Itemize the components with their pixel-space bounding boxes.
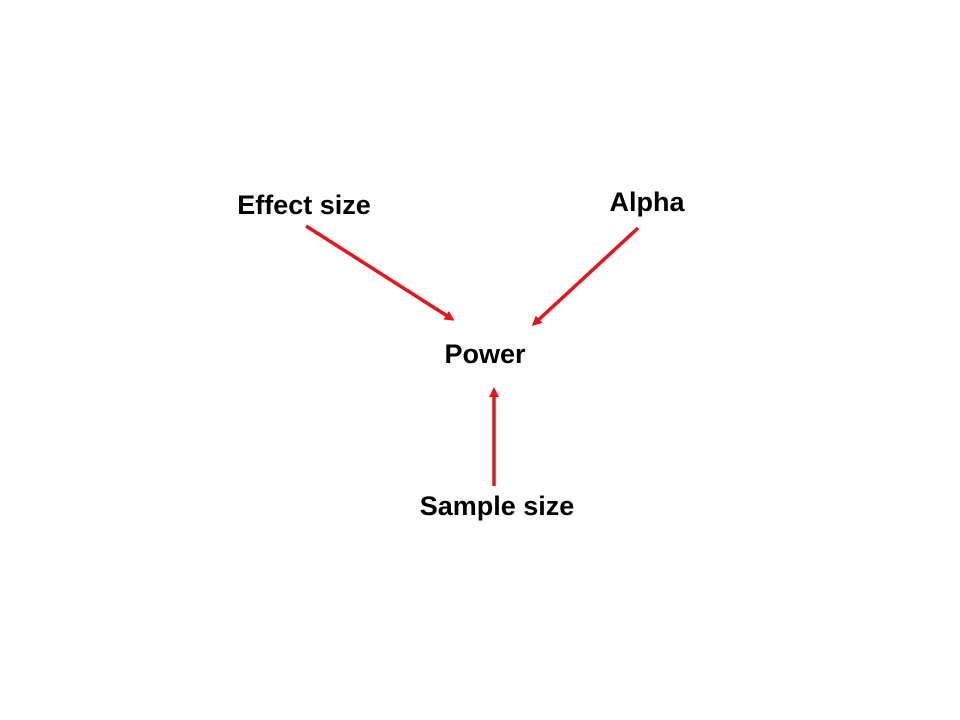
node-effect-size: Effect size: [237, 190, 371, 220]
node-sample-size: Sample size: [419, 491, 575, 521]
node-alpha: Alpha: [609, 187, 685, 217]
node-power: Power: [444, 339, 526, 369]
arrow-alpha-to-power: [531, 226, 640, 327]
arrow-effect-to-power: [305, 224, 455, 321]
